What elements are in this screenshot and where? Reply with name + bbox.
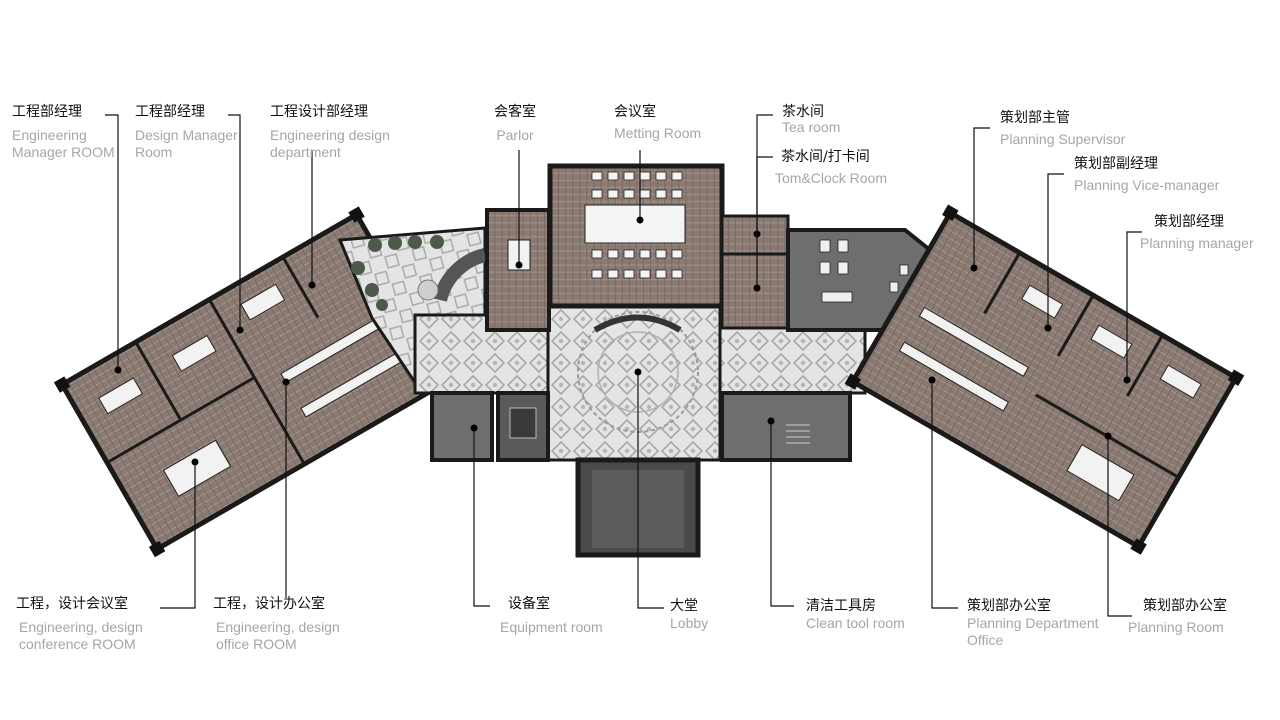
label-planning-supervisor: 策划部主管 Planning Supervisor xyxy=(1000,110,1126,147)
tea-clock-room xyxy=(720,252,790,330)
clean-tool-room xyxy=(720,391,852,462)
label-planning-room: 策划部办公室 Planning Room xyxy=(1128,598,1227,635)
plants xyxy=(351,235,444,311)
right-wing xyxy=(844,204,1245,555)
label-tea-room: 茶水间 Tea room xyxy=(782,104,841,135)
parlor-room xyxy=(485,208,551,332)
label-parlor: 会客室 Parlor xyxy=(494,104,536,143)
equipment-room xyxy=(430,391,494,462)
label-meeting-room: 会议室 Metting Room xyxy=(614,104,702,141)
label-design-manager: 工程部经理 Design Manager Room xyxy=(135,104,238,160)
label-eng-office: 工程，设计办公室 Engineering, design office ROOM xyxy=(213,596,340,652)
label-planning-manager: 策划部经理 Planning manager xyxy=(1140,214,1254,251)
label-clean-tool-room: 清洁工具房 Clean tool room xyxy=(806,598,905,631)
label-tea-clock-room: 茶水间/打卡间 Tom&Clock Room xyxy=(775,149,888,186)
label-eng-design-dept: 工程设计部经理 Engineering design department xyxy=(270,104,390,160)
label-eng-manager: 工程部经理 Engineering Manager ROOM xyxy=(12,104,115,160)
leader-lines xyxy=(105,114,1142,617)
label-lobby: 大堂 Lobby xyxy=(670,598,709,631)
label-planning-dept-office: 策划部办公室 Planning Department Office xyxy=(967,598,1099,648)
spiral-stair xyxy=(433,248,487,302)
left-wing xyxy=(53,206,460,558)
label-eng-conference: 工程，设计会议室 Engineering, design conference … xyxy=(16,596,143,652)
meeting-room xyxy=(547,163,725,309)
label-equipment-room: 设备室 Equipment room xyxy=(500,596,603,635)
label-planning-vice-manager: 策划部副经理 Planning Vice-manager xyxy=(1074,156,1220,193)
